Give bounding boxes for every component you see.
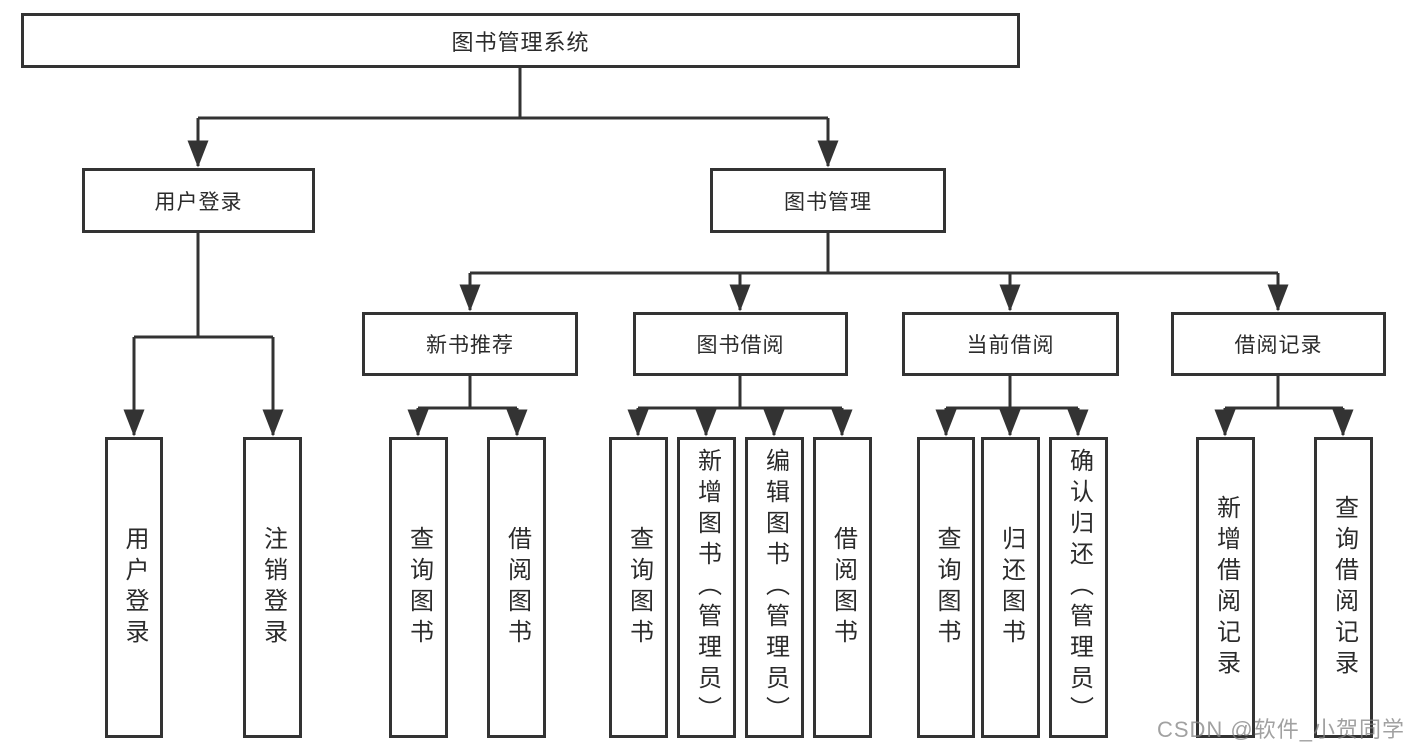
leaf-records-query-borrow-record: 查询借阅记录 [1314,437,1373,738]
leaf-current-query-books: 查询图书 [917,437,975,738]
node-new-book-recommendation: 新书推荐 [362,312,578,376]
leaf-borrowing-add-books-admin: 新增图书（管理员） [677,437,736,738]
node-book-management: 图书管理 [710,168,946,233]
node-label: 用户登录 [121,525,148,650]
node-user-login: 用户登录 [82,168,315,233]
node-label: 查询借阅记录 [1330,494,1358,681]
leaf-borrowing-borrow-books: 借阅图书 [813,437,872,738]
leaf-borrowing-query-books: 查询图书 [609,437,668,738]
leaf-borrowing-edit-books-admin: 编辑图书（管理员） [745,437,804,738]
node-label: 借阅图书 [829,525,857,650]
node-label: 图书管理 [784,190,872,214]
node-label: 借阅记录 [1234,334,1323,357]
node-label: 用户登录 [154,190,243,214]
node-label: 注销登录 [259,525,287,650]
node-label: 确认归还（管理员） [1065,448,1093,727]
leaf-records-add-borrow-record: 新增借阅记录 [1196,437,1255,738]
node-label: 新书推荐 [426,334,514,357]
node-library-management-system: 图书管理系统 [21,13,1020,68]
node-borrowing-records: 借阅记录 [1171,312,1386,376]
leaf-current-confirm-return-admin: 确认归还（管理员） [1049,437,1108,738]
leaf-recommend-query-books: 查询图书 [389,437,448,738]
node-label: 借阅图书 [503,525,531,650]
node-label: 新增图书（管理员） [693,448,721,727]
leaf-recommend-borrow-books: 借阅图书 [487,437,546,738]
leaf-logout: 注销登录 [243,437,302,738]
node-label: 查询图书 [933,525,960,650]
leaf-current-return-books: 归还图书 [981,437,1040,738]
node-label: 查询图书 [405,525,433,650]
node-label: 编辑图书（管理员） [761,448,789,727]
node-label: 查询图书 [625,525,653,650]
csdn-watermark: CSDN @软件_小贺同学 [1156,717,1405,742]
node-book-borrowing: 图书借阅 [633,312,848,376]
leaf-user-login: 用户登录 [105,437,163,738]
node-label: 图书借阅 [696,334,785,357]
node-label: 归还图书 [997,525,1025,650]
node-current-borrowing: 当前借阅 [902,312,1119,376]
node-label: 图书管理系统 [451,29,590,55]
node-label: 新增借阅记录 [1212,494,1240,681]
node-label: 当前借阅 [966,334,1055,357]
